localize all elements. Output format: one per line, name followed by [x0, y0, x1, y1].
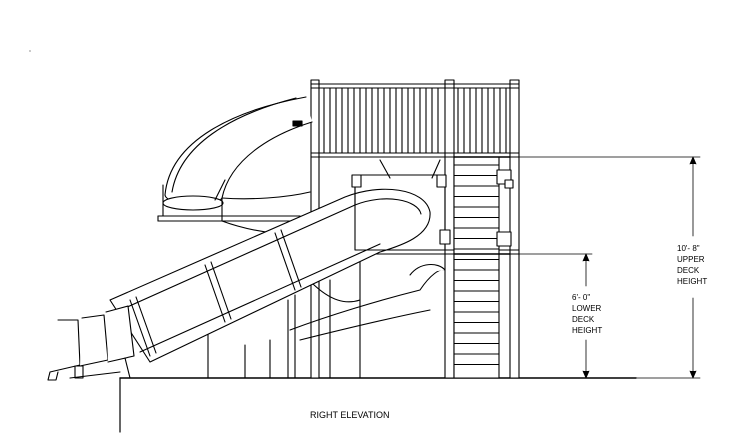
upper-deck-value: 10'- 8" — [677, 244, 700, 253]
upper-deck-height-label: 10'- 8" UPPER DECK HEIGHT — [677, 243, 707, 287]
tube-ring — [129, 299, 151, 357]
view-title: RIGHT ELEVATION — [310, 410, 390, 420]
tube-ring — [210, 261, 232, 320]
upper-deck-side-panel — [457, 87, 507, 154]
upper-deck-barrier-panel — [323, 87, 439, 154]
tube-ring — [280, 229, 302, 288]
upper-deck-line1: UPPER — [677, 255, 705, 264]
lower-deck-line3: HEIGHT — [572, 326, 603, 335]
lower-curve-slide — [207, 253, 446, 379]
tower-hardware — [439, 169, 514, 247]
lower-deck-dimension — [518, 253, 593, 379]
tower-post-mid — [444, 79, 455, 379]
tube-ring — [135, 296, 157, 354]
tube-slide-main — [109, 159, 447, 363]
lower-deck-line2: DECK — [572, 315, 595, 324]
lower-deck-value: 6'- 0" — [572, 293, 591, 302]
tube-ring — [274, 232, 296, 291]
lower-deck-line1: LOWER — [572, 304, 602, 313]
lower-deck-height-label: 6'- 0" LOWER DECK HEIGHT — [572, 292, 602, 336]
tube-ring — [204, 264, 226, 323]
upper-spiral-slide — [157, 96, 321, 236]
upper-deck-line2: DECK — [677, 266, 700, 275]
climber-steps — [453, 156, 500, 379]
upper-deck-dimension — [518, 156, 701, 379]
upper-deck-line3: HEIGHT — [677, 277, 708, 286]
slide-exit — [47, 305, 135, 381]
tower-post-right — [509, 79, 520, 379]
